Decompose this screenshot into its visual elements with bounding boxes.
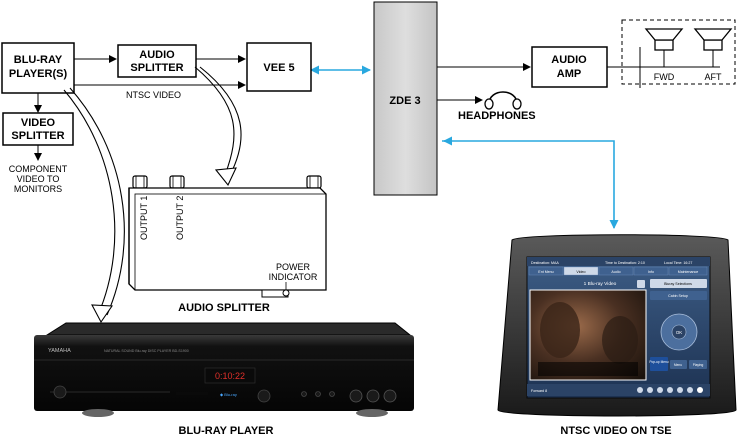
tse-menu: Menu [674,363,682,367]
output1-label: OUTPUT 1 [139,196,149,240]
tse-tab-5: Maintenance [678,270,699,274]
audio-amp-block: AUDIO AMP [531,46,608,88]
video-splitter-line2: SPLITTER [11,130,64,142]
cyan-links [310,65,619,229]
output2-label: OUTPUT 2 [175,196,185,240]
headphones-icon [484,91,522,110]
speaker-aft-icon [693,28,733,51]
vee5-label: VEE 5 [263,62,294,74]
vee5-block: VEE 5 [246,42,312,92]
tse-bluray-selections: Bluray Selections [664,282,692,286]
connections [34,47,720,161]
tse-playing: Playing [693,363,704,367]
bluray-player-caption: BLU-RAY PLAYER [179,425,274,437]
video-splitter-block: VIDEO SPLITTER [2,112,74,146]
player-model: NATURAL SOUND Blu-ray DISC PLAYER BD-S19… [104,349,189,353]
speakers-group: FWD AFT [621,19,736,85]
tse-dpad-icon: OK [660,313,698,351]
zde3-label: ZDE 3 [389,95,420,107]
tse-time-dest: Time to Destination: 2:10 [605,261,645,265]
tse-info-icon [637,280,645,288]
player-brand: YAMAHA [48,348,71,354]
tse-device: Destination: MAA Time to Destination: 2:… [497,234,737,417]
player-display: 0:10:22 [215,371,245,381]
audio-splitter-line1: AUDIO [139,49,175,61]
audio-amp-line2: AMP [557,68,581,80]
bluray-line1: BLU-RAY [14,54,63,66]
tse-tab-1: Ent Menu [538,270,553,274]
audio-splitter-device: OUTPUT 1 OUTPUT 2 POWER INDICATOR [128,175,327,298]
bluray-logo-icon: ◆ Blu-ray [220,392,237,397]
tse-tab-4: Info [648,270,654,274]
audio-amp-line1: AUDIO [551,54,587,66]
bluray-cables [63,87,125,324]
aft-label: AFT [705,72,723,82]
tse-cabin-setup: Cabin Setup [668,294,688,298]
tse-destination: Destination: MAA [531,261,559,265]
tse-ok-label: OK [676,330,682,335]
tse-video-title: 1 Blu-ray Video [584,281,617,287]
video-splitter-line1: VIDEO [21,117,56,129]
tse-tabs: Ent Menu Video Audio Info Maintenance [528,266,708,276]
power-indicator-line2: INDICATOR [269,272,318,282]
ntsc-video-label: NTSC VIDEO [126,90,181,100]
component-line1: COMPONENT [9,164,68,174]
power-indicator-line1: POWER [276,262,311,272]
tse-forward: Forward 8 [531,389,547,393]
headphones-label: HEADPHONES [458,110,536,122]
tse-tab-3: Audio [611,270,620,274]
tse-popup-menu: Pop-up Menu [649,360,668,364]
bluray-player-device: YAMAHA NATURAL SOUND Blu-ray DISC PLAYER… [34,322,414,417]
speaker-fwd-icon [644,28,684,51]
component-line2: VIDEO TO [17,174,60,184]
bluray-players-block: BLU-RAY PLAYER(S) [1,42,75,94]
tse-tab-2: Video [576,270,585,274]
splitter-cables [194,66,242,187]
zde3-block: ZDE 3 [373,1,438,196]
power-button-icon [53,385,67,399]
bluray-line2: PLAYER(S) [9,68,68,80]
audio-splitter-block: AUDIO SPLITTER [117,44,197,78]
audio-splitter-caption: AUDIO SPLITTER [178,302,270,314]
tse-caption: NTSC VIDEO ON TSE [560,425,671,437]
component-line3: MONITORS [14,184,62,194]
audio-splitter-line2: SPLITTER [130,62,183,74]
fwd-label: FWD [654,72,675,82]
tse-local-time: Local Time: 16:27 [664,261,692,265]
